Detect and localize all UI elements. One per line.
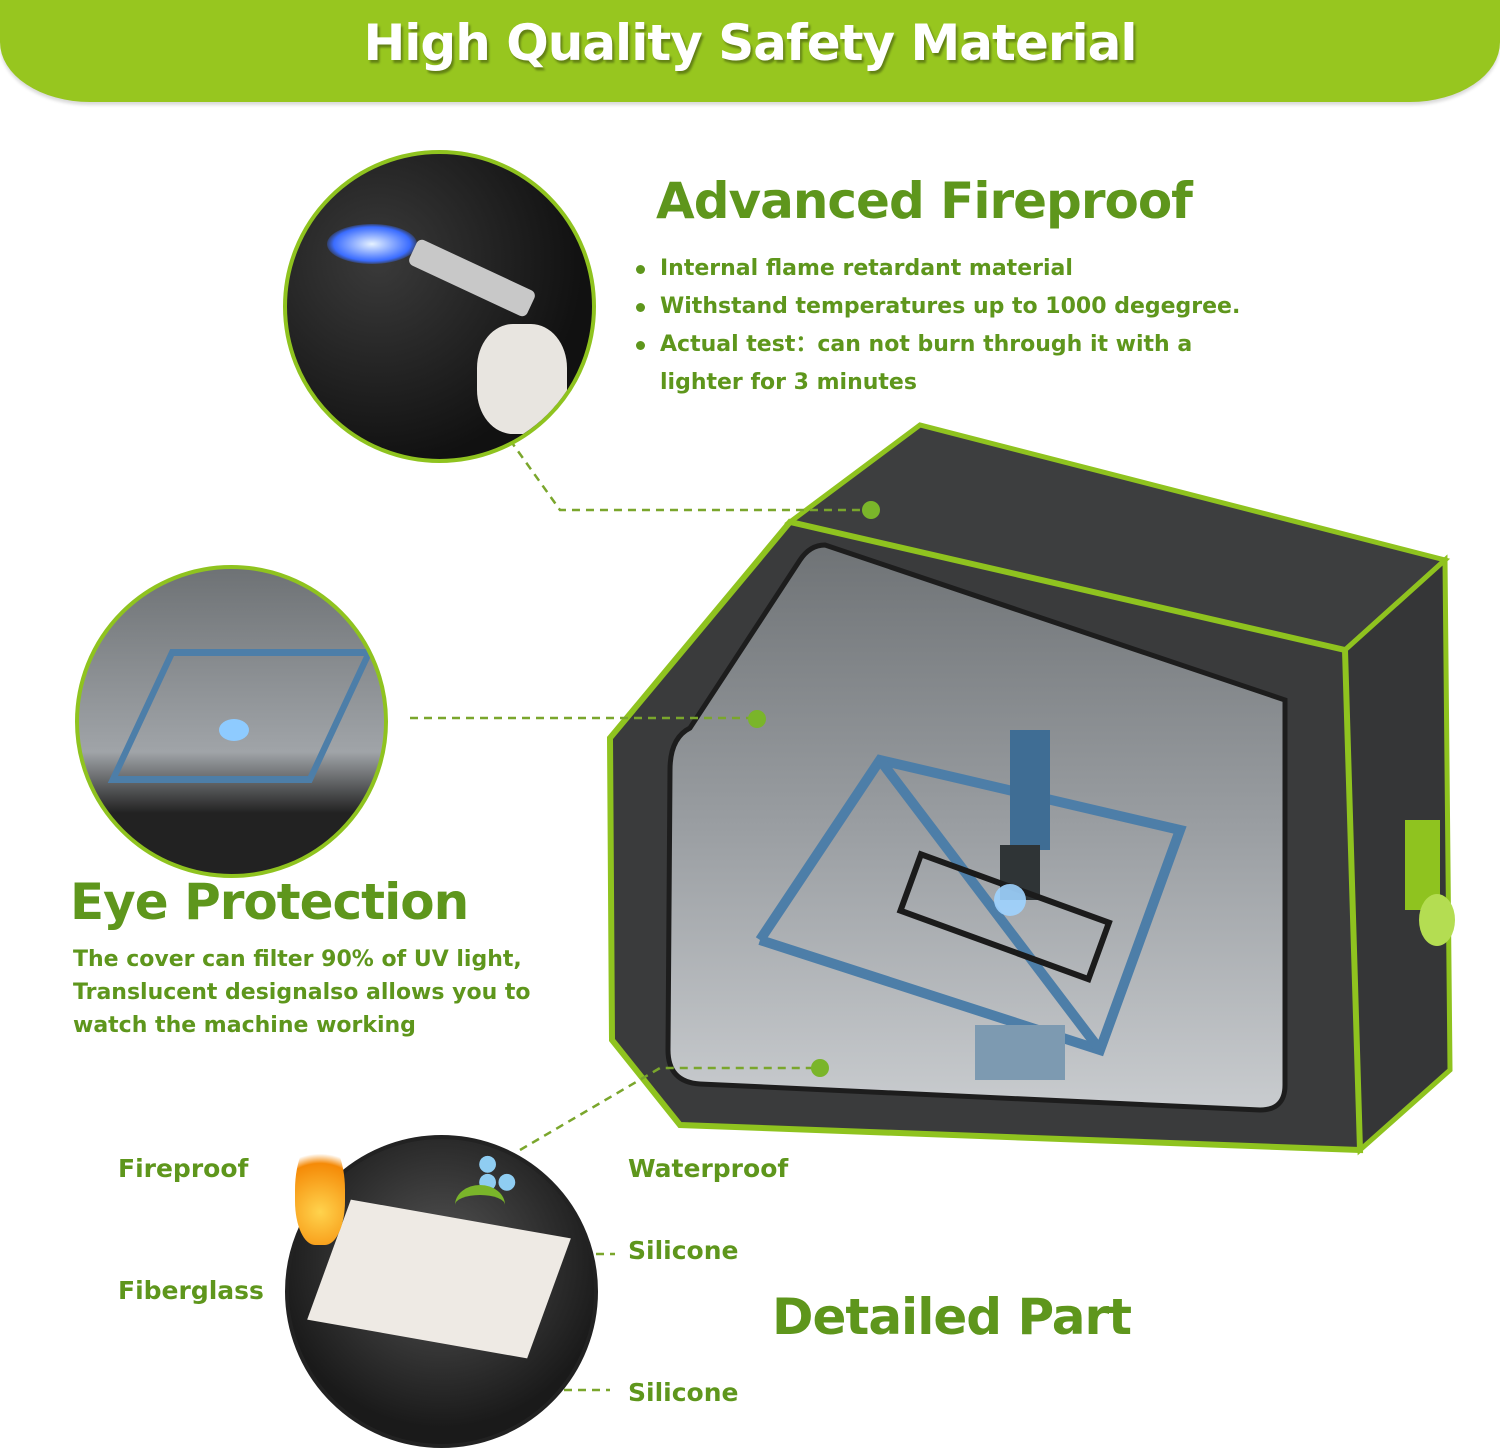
callout-dot-window [748, 710, 766, 728]
torch [407, 237, 537, 319]
green-arrow-icon [455, 1185, 505, 1225]
eye-protection-text: The cover can filter 90% of UV light, Tr… [73, 943, 531, 1042]
label-silicone-top: Silicone [628, 1236, 739, 1265]
label-fireproof: Fireproof [118, 1154, 249, 1183]
laser-glow [994, 884, 1026, 916]
fireproof-bullet: Withstand temperatures up to 1000 degegr… [634, 288, 1240, 326]
fireproof-title: Advanced Fireproof [656, 172, 1193, 230]
eye-protection-title: Eye Protection [70, 873, 469, 931]
label-fiberglass: Fiberglass [118, 1276, 264, 1305]
fireproof-bullets: Internal flame retardant material Withst… [634, 250, 1240, 364]
fireproof-inset [283, 150, 596, 463]
callout-dot-bottom [811, 1059, 829, 1077]
fireproof-bullet-continuation: lighter for 3 minutes [660, 370, 917, 395]
label-waterproof: Waterproof [628, 1154, 789, 1183]
engraver-mini [107, 649, 375, 783]
fiberglass-layer [307, 1199, 571, 1359]
callout-dot-top [862, 501, 880, 519]
header-banner: High Quality Safety Material [0, 0, 1500, 102]
glove [477, 324, 567, 434]
torch-flame-icon [327, 224, 417, 264]
eye-line: Translucent designalso allows you to [73, 980, 531, 1005]
fireproof-bullet: Actual test：can not burn through it with… [634, 326, 1240, 364]
eye-protection-inset [75, 565, 388, 878]
label-silicone-bottom: Silicone [628, 1378, 739, 1407]
fire-icon [295, 1135, 345, 1245]
fireproof-bullet: Internal flame retardant material [634, 250, 1240, 288]
laser-glow-mini [219, 719, 249, 741]
detailed-part-title: Detailed Part [772, 1288, 1132, 1346]
vent-cap [1419, 894, 1455, 946]
eye-line: The cover can filter 90% of UV light, [73, 947, 522, 972]
banner-title: High Quality Safety Material [363, 14, 1137, 72]
enclosure [606, 422, 1455, 1156]
eye-line: watch the machine working [73, 1013, 416, 1038]
